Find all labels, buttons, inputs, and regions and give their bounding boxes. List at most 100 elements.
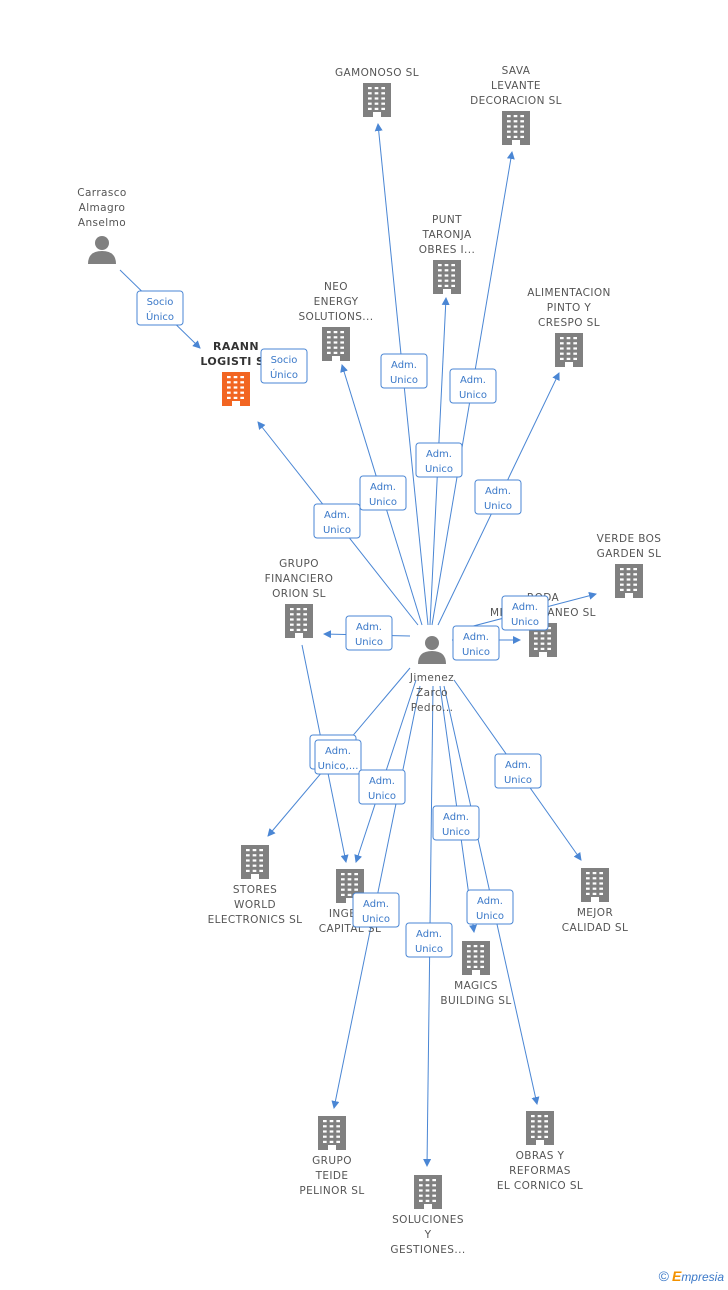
node-label-line: SOLUTIONS...	[298, 311, 373, 323]
node-label-line: OBRAS Y	[516, 1150, 565, 1162]
node-label-line: TARONJA	[421, 229, 472, 241]
node-raann[interactable]: RAANN LOGISTI SL	[200, 340, 271, 406]
node-label-line: SAVA	[502, 65, 531, 77]
building-icon	[502, 111, 530, 145]
node-jimenez[interactable]: JimenezZarcoPedro...	[409, 636, 454, 714]
relation-label-line: Unico	[323, 525, 351, 536]
node-label-line: Zarco	[416, 687, 448, 699]
relation-badge-jimenez-punt[interactable]: Adm.Unico	[415, 442, 463, 478]
building-icon	[322, 327, 350, 361]
relation-badge-jimenez-magics[interactable]: Adm. Unico	[432, 805, 480, 841]
node-label-line: GRUPO	[279, 558, 319, 570]
relation-label-line: Adm.	[324, 510, 350, 521]
relation-label-line: Unico	[442, 827, 470, 838]
relation-badge-jimenez-obras[interactable]: Adm. Unico	[466, 889, 514, 925]
relation-label-line: Unico	[462, 647, 490, 658]
node-label-line: GARDEN SL	[597, 548, 662, 560]
node-label-line: CALIDAD SL	[562, 922, 628, 934]
relation-label-line: Adm.	[356, 622, 382, 633]
node-label-line: PELINOR SL	[299, 1185, 364, 1197]
relation-badge-box	[345, 615, 393, 651]
relation-label-line: Socio	[271, 355, 298, 366]
relation-badge-box	[452, 625, 500, 661]
node-label-line: ORION SL	[272, 588, 326, 600]
relation-badge-box	[359, 475, 407, 511]
relation-label-line: Unico	[369, 497, 397, 508]
building-icon	[433, 260, 461, 294]
node-label-line: Y	[424, 1229, 432, 1241]
building-icon	[241, 845, 269, 879]
relation-badge-jimenez-grupo_teide[interactable]: Adm.Unico	[352, 892, 400, 928]
relation-label-line: Unico	[476, 911, 504, 922]
node-label-line: RAANN	[213, 340, 259, 353]
relation-badge-jimenez-gamonoso[interactable]: Adm.Unico	[380, 353, 428, 389]
node-label-line: CRESPO SL	[538, 317, 600, 329]
relation-badge-box	[380, 353, 428, 389]
node-label-line: Carrasco	[77, 187, 127, 199]
relation-badge-jimenez-ingesa[interactable]: Adm.Unico	[358, 769, 406, 805]
node-label-line: OBRES I...	[419, 244, 476, 256]
relation-badge-jimenez-alimentacion[interactable]: Adm.Unico	[474, 479, 522, 515]
relation-badge-jimenez-sava[interactable]: Adm.Unico	[449, 368, 497, 404]
relation-label-line: Adm.	[443, 812, 469, 823]
node-label-line: GRUPO	[312, 1155, 352, 1167]
node-label-line: WORLD	[234, 899, 276, 911]
relation-badge-jimenez-grupo_fin[interactable]: Adm. Unico	[345, 615, 393, 651]
node-label-line: Anselmo	[78, 217, 126, 229]
relation-label-line: Unico	[355, 637, 383, 648]
relation-badge-box	[501, 595, 549, 631]
node-label-line: NEO	[324, 281, 348, 293]
relation-label-line: Adm.	[363, 899, 389, 910]
node-label-line: Almagro	[79, 202, 126, 214]
relation-label-line: Único	[270, 368, 298, 381]
relation-label-line: Adm.	[325, 746, 351, 757]
building-icon	[462, 941, 490, 975]
node-neo[interactable]: NEO ENERGY SOLUTIONS...	[298, 281, 373, 361]
node-label-line: Pedro...	[411, 702, 454, 714]
node-label-line: MAGICS	[454, 980, 498, 992]
node-gamonoso[interactable]: GAMONOSO SL	[335, 67, 419, 117]
brand-name: mpresia	[681, 1270, 724, 1284]
node-soluciones[interactable]: SOLUCIONESYGESTIONES...	[390, 1175, 465, 1256]
relation-badge-jimenez-verde[interactable]: Adm.Unico	[501, 595, 549, 631]
relation-badge-jimenez-mejor[interactable]: Adm.Unico	[494, 753, 542, 789]
node-label-line: ENERGY	[314, 296, 359, 308]
relation-badge-jimenez-neo[interactable]: Adm.Unico	[359, 475, 407, 511]
node-label-line: GAMONOSO SL	[335, 67, 419, 79]
node-grupo_teide[interactable]: GRUPO TEIDE PELINOR SL	[299, 1116, 364, 1197]
relation-badge-box	[358, 769, 406, 805]
relation-badge-box	[260, 348, 308, 384]
node-label-line: TEIDE	[315, 1170, 349, 1182]
relation-label-line: Unico	[425, 464, 453, 475]
copyright-symbol: ©	[658, 1268, 669, 1284]
building-icon	[414, 1175, 442, 1209]
relation-badge-grupo_fin-ingesa[interactable]: Adm.Unico,...	[314, 739, 362, 775]
empresia-watermark[interactable]: ©Empresia	[659, 1268, 724, 1284]
node-label-line: LOGISTI SL	[200, 355, 271, 368]
node-label-line: DECORACION SL	[470, 95, 562, 107]
building-icon	[581, 868, 609, 902]
building-icon	[285, 604, 313, 638]
relation-badge-jimenez-soluciones[interactable]: Adm.Unico	[405, 922, 453, 958]
relation-label-line: Adm.	[477, 896, 503, 907]
relation-label-line: Socio	[147, 297, 174, 308]
relation-badge-box	[449, 368, 497, 404]
relation-badge-box	[136, 290, 184, 326]
person-icon	[88, 236, 116, 264]
relation-label-line: Unico	[368, 791, 396, 802]
relation-badge-jimenez-raann[interactable]: Adm. Unico	[313, 503, 361, 539]
relation-badge-jimenez-roda[interactable]: Adm.Unico	[452, 625, 500, 661]
relation-label-line: Unico	[415, 944, 443, 955]
